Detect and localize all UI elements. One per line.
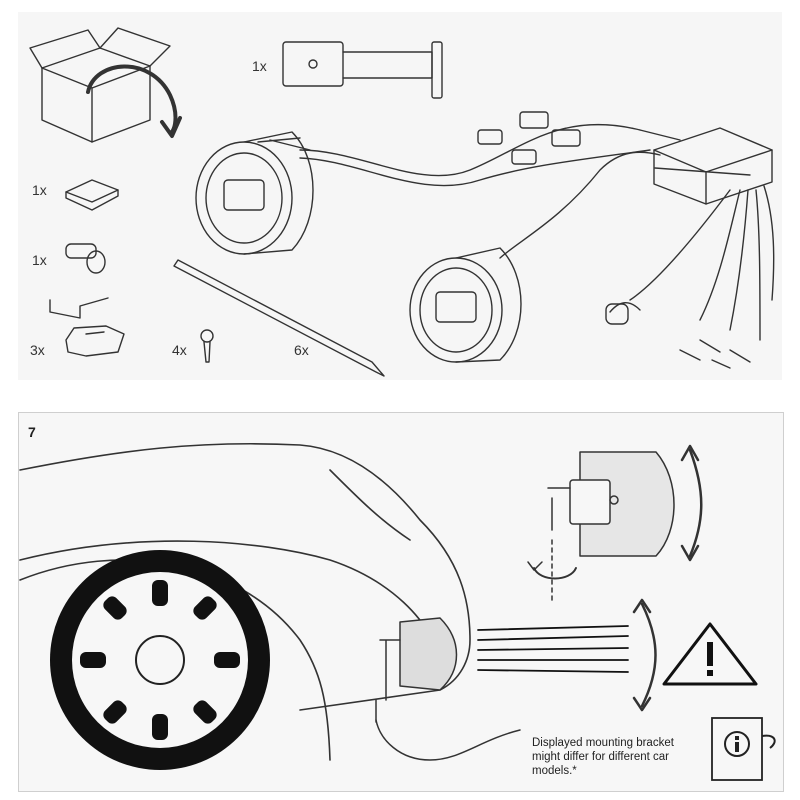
- pad-quantity: 1x: [32, 182, 47, 198]
- switch-quantity: 1x: [32, 252, 47, 268]
- info-icon: [711, 717, 776, 781]
- fog-lamp-1: [195, 131, 314, 255]
- cable-tie-quantity: 6x: [294, 342, 309, 358]
- note-line-2: might differ for different car: [532, 751, 670, 763]
- rotate-arrow-icon: [86, 64, 178, 134]
- step-number: 7: [28, 424, 36, 440]
- bracket-part: [282, 41, 443, 99]
- parts-panel: [18, 12, 782, 380]
- control-box: [653, 127, 773, 205]
- hand-with-screwdriver: [375, 719, 521, 761]
- note-line-1: Displayed mounting bracket: [532, 737, 674, 749]
- car-body-outline: [19, 442, 471, 711]
- mounted-lamp: [379, 617, 458, 701]
- beam-adjust-arrow: [640, 602, 657, 708]
- clip-part: [49, 297, 125, 357]
- wheel-icon: [50, 550, 270, 770]
- adhesive-pad-part: [65, 179, 119, 211]
- bracket-quantity: 1x: [252, 58, 267, 74]
- screw-quantity: 4x: [172, 342, 187, 358]
- note-line-3: models.*: [532, 765, 577, 777]
- hood-line: [329, 469, 411, 541]
- switch-part: [65, 243, 106, 274]
- parts-illustration: [29, 27, 775, 377]
- warning-icon: [662, 622, 758, 686]
- mounting-note: Displayed mounting bracket might differ …: [532, 736, 712, 778]
- cable-tie-part: [173, 259, 385, 377]
- light-beam: [477, 625, 629, 673]
- screw-part: [200, 329, 214, 363]
- box-icon: [29, 27, 171, 143]
- wheel-arch: [19, 559, 331, 761]
- fog-lamp-2: [409, 247, 522, 363]
- rotate-icon: [533, 567, 577, 580]
- tilt-arrow: [688, 448, 703, 558]
- detail-lamp: [547, 451, 675, 557]
- clip-quantity: 3x: [30, 342, 45, 358]
